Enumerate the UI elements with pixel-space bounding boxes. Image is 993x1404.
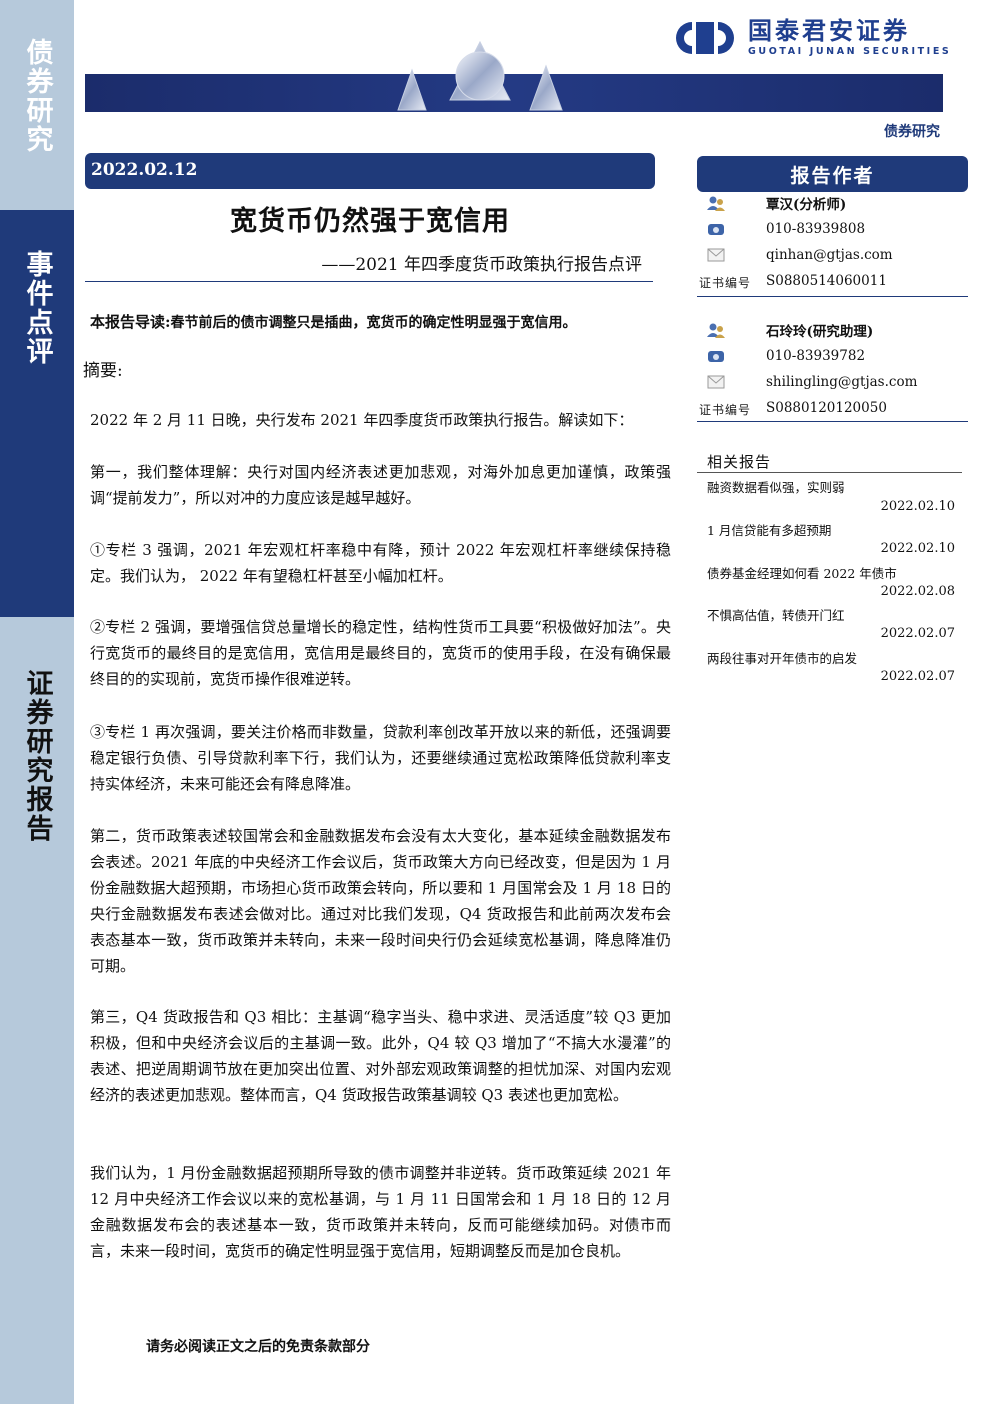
paragraph: 2022 年 2 月 11 日晚，央行发布 2021 年四季度货币政策执行报告。… <box>90 411 634 429</box>
sidebar-bottom: 证券研究报告 <box>0 617 74 1404</box>
related-reports-heading: 相关报告 <box>707 453 772 471</box>
author-email-row[interactable]: shilingling@gtjas.com <box>707 374 917 390</box>
logo-icon <box>676 21 734 54</box>
paragraph: 第三，Q4 货政报告和 Q3 相比：主基调“稳字当头、稳中求进、灵活适度”较 Q… <box>90 1008 671 1104</box>
author-cert: S0880514060011 <box>766 273 887 289</box>
sidebar-top-label: 债券研究 <box>21 38 53 154</box>
logo-english-name: GUOTAI JUNAN SECURITIES <box>748 46 952 57</box>
author-divider <box>697 421 968 422</box>
author-cert: S0880120120050 <box>766 400 887 416</box>
author-heading: 报告作者 <box>790 165 875 187</box>
author-divider <box>697 296 968 297</box>
sidebar-top: 债券研究 <box>0 0 74 210</box>
author-phone: 010-83939808 <box>766 221 866 237</box>
author-name-row: 石玲玲(研究助理) <box>707 322 873 340</box>
related-report-title[interactable]: 融资数据看似强，实则弱 <box>707 480 845 495</box>
related-report-title[interactable]: 不惧高估值，转债开门红 <box>707 608 845 623</box>
author-heading-bar: 报告作者 <box>697 156 968 192</box>
report-date: 2022.02.12 <box>91 160 198 180</box>
related-report-title[interactable]: 1 月信贷能有多超预期 <box>707 523 832 538</box>
section-tag: 债券研究 <box>884 124 940 140</box>
cert-label: 证书编号 <box>699 276 752 290</box>
company-logo: 国泰君安证券 GUOTAI JUNAN SECURITIES <box>672 18 951 57</box>
summary-label: 摘要: <box>83 361 123 381</box>
author-name: 覃汉(分析师) <box>766 197 847 213</box>
guide-text: 春节前后的债市调整只是插曲，宽货币的确定性明显强于宽信用。 <box>170 315 577 331</box>
related-report-date: 2022.02.10 <box>880 541 955 556</box>
related-report-title[interactable]: 债券基金经理如何看 2022 年债市 <box>707 566 897 581</box>
author-name: 石玲玲(研究助理) <box>766 324 874 340</box>
related-report-date: 2022.02.07 <box>880 626 955 641</box>
title-divider <box>85 281 653 282</box>
paragraph: ③专栏 1 再次强调，要关注价格而非数量，贷款利率创改革开放以来的新低，还强调要… <box>90 723 671 793</box>
paragraph: 我们认为，1 月份金融数据超预期所导致的债市调整并非逆转。货币政策延续 2021… <box>90 1164 671 1260</box>
paragraph: ②专栏 2 强调，要增强信贷总量增长的稳定性，结构性货币工具要“积极做好加法”。… <box>90 618 671 688</box>
related-report-title[interactable]: 两段往事对开年债市的启发 <box>707 651 858 666</box>
author-email[interactable]: qinhan@gtjas.com <box>766 247 893 263</box>
phone-icon <box>708 224 724 235</box>
author-phone: 010-83939782 <box>766 348 866 364</box>
paragraph: 第二，货币政策表述较国常会和金融数据发布会没有太大变化，基本延续金融数据发布会表… <box>90 827 671 975</box>
paragraph: 第一，我们整体理解：央行对国内经济表述更加悲观，对海外加息更加谨慎，政策强调“提… <box>90 463 671 507</box>
author-name-row: 覃汉(分析师) <box>707 195 846 213</box>
author-phone-row: 010-83939782 <box>707 348 865 364</box>
author-email-row[interactable]: qinhan@gtjas.com <box>707 247 893 263</box>
author-email[interactable]: shilingling@gtjas.com <box>766 374 918 390</box>
report-subtitle: ——2021 年四季度货币政策执行报告点评 <box>321 255 642 275</box>
phone-icon <box>708 351 724 362</box>
header-band <box>85 74 943 112</box>
diamond-graphic <box>397 40 563 111</box>
related-report-date: 2022.02.08 <box>880 584 955 599</box>
guide-label: 本报告导读: <box>90 313 171 331</box>
related-report-date: 2022.02.07 <box>880 669 955 684</box>
author-phone-row: 010-83939808 <box>707 221 865 237</box>
sidebar-bottom-label: 证券研究报告 <box>21 669 53 843</box>
person-icon <box>707 323 725 338</box>
logo-chinese-name: 国泰君安证券 <box>748 17 910 45</box>
report-guide: 本报告导读:春节前后的债市调整只是插曲，宽货币的确定性明显强于宽信用。 <box>90 311 577 332</box>
mail-icon <box>707 375 725 389</box>
report-title: 宽货币仍然强于宽信用 <box>230 206 510 237</box>
left-sidebar: 债券研究 事件点评 证券研究报告 <box>0 0 74 1404</box>
paragraph: ①专栏 3 强调，2021 年宏观杠杆率稳中有降，预计 2022 年宏观杠杆率继… <box>90 541 671 585</box>
related-divider <box>697 472 962 473</box>
cert-label: 证书编号 <box>699 403 752 417</box>
sidebar-middle-label: 事件点评 <box>21 250 53 366</box>
disclaimer-note: 请务必阅读正文之后的免责条款部分 <box>146 1339 370 1355</box>
date-bar: 2022.02.12 <box>85 153 655 189</box>
sidebar-middle: 事件点评 <box>0 210 74 617</box>
related-report-date: 2022.02.10 <box>880 499 955 514</box>
mail-icon <box>707 248 725 262</box>
person-icon <box>707 196 725 211</box>
